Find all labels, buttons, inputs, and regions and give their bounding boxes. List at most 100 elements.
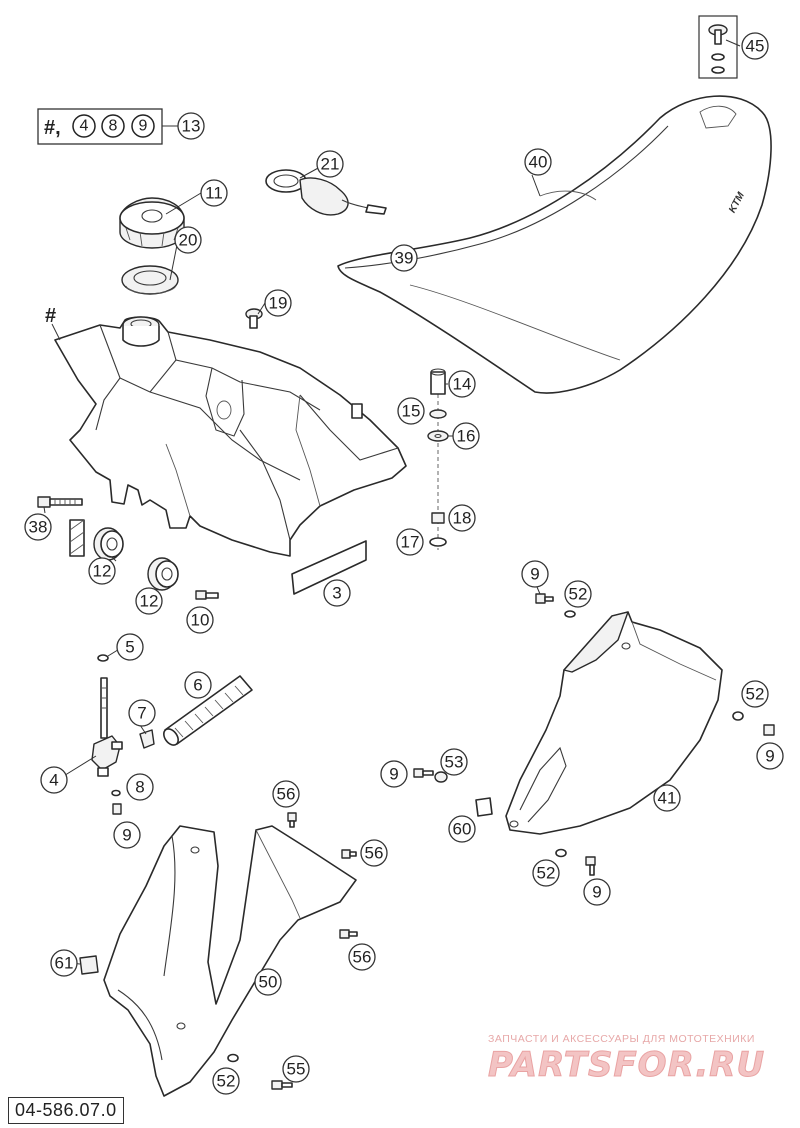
svg-text:16: 16 xyxy=(457,427,476,446)
callout-45: 45 xyxy=(741,32,769,60)
callout-8: 8 xyxy=(126,773,154,801)
callout-55: 55 xyxy=(282,1055,310,1083)
svg-text:7: 7 xyxy=(137,704,146,723)
svg-text:56: 56 xyxy=(277,785,296,804)
fuel-tank xyxy=(54,316,407,557)
fuel-hose-6 xyxy=(163,675,253,746)
tank-hash-label: # xyxy=(45,305,56,327)
callout-52a: 52 xyxy=(564,580,592,608)
svg-text:52: 52 xyxy=(217,1072,236,1091)
callout-15: 15 xyxy=(397,397,425,425)
svg-text:10: 10 xyxy=(191,611,210,630)
svg-text:4: 4 xyxy=(49,771,58,790)
callout-6: 6 xyxy=(184,671,212,699)
svg-text:38: 38 xyxy=(29,518,48,537)
callout-61: 61 xyxy=(50,949,78,977)
svg-text:18: 18 xyxy=(453,509,472,528)
svg-text:40: 40 xyxy=(529,153,548,172)
callout-10: 10 xyxy=(186,606,214,634)
svg-text:8: 8 xyxy=(135,778,144,797)
svg-text:4: 4 xyxy=(80,118,89,135)
svg-text:9: 9 xyxy=(389,765,398,784)
svg-text:52: 52 xyxy=(569,585,588,604)
callout-9e: 9 xyxy=(583,878,611,906)
svg-text:15: 15 xyxy=(402,402,421,421)
callout-40: 40 xyxy=(524,148,552,176)
tank-mount-stack xyxy=(427,368,449,550)
callout-38: 38 xyxy=(24,513,52,541)
svg-text:50: 50 xyxy=(259,973,278,992)
callout-56c: 56 xyxy=(348,943,376,971)
legend-item-8: 8 xyxy=(101,114,125,138)
svg-text:39: 39 xyxy=(395,249,414,268)
svg-text:55: 55 xyxy=(287,1060,306,1079)
spoiler-50 xyxy=(103,825,357,1097)
svg-text:20: 20 xyxy=(179,231,198,250)
callout-19: 19 xyxy=(264,289,292,317)
watermark-brand: PARTSFOR.RU xyxy=(488,1045,766,1086)
callout-11: 11 xyxy=(200,179,228,207)
svg-text:6: 6 xyxy=(193,676,202,695)
svg-text:8: 8 xyxy=(109,118,118,135)
bolt-10 xyxy=(195,590,219,600)
callout-60: 60 xyxy=(448,815,476,843)
svg-text:9: 9 xyxy=(139,118,148,135)
callout-9b: 9 xyxy=(756,742,784,770)
callout-56b: 56 xyxy=(360,839,388,867)
callout-53: 53 xyxy=(440,748,468,776)
side-cover-hardware xyxy=(413,593,775,876)
svg-text:61: 61 xyxy=(55,954,74,973)
svg-text:52: 52 xyxy=(746,685,765,704)
seat-39: KTM xyxy=(337,95,772,394)
svg-text:9: 9 xyxy=(530,565,539,584)
callout-41: 41 xyxy=(653,784,681,812)
callout-9d: 9 xyxy=(380,760,408,788)
legend-item-4: 4 xyxy=(72,114,96,138)
callout-21: 21 xyxy=(316,150,344,178)
svg-text:9: 9 xyxy=(765,747,774,766)
callout-52c: 52 xyxy=(532,859,560,887)
callout-12a: 12 xyxy=(88,557,116,585)
side-cover-41 xyxy=(505,611,723,835)
svg-text:9: 9 xyxy=(122,826,131,845)
grommet-12a xyxy=(93,527,124,561)
svg-text:60: 60 xyxy=(453,820,472,839)
fuel-cap-11 xyxy=(119,197,185,249)
svg-text:11: 11 xyxy=(205,184,223,203)
watermark-tagline: ЗАПЧАСТИ И АКСЕССУАРЫ ДЛЯ МОТОТЕХНИКИ xyxy=(488,1033,755,1045)
cap-gasket-20 xyxy=(121,265,179,295)
svg-text:17: 17 xyxy=(401,533,420,552)
watermark: ЗАПЧАСТИ И АКСЕССУАРЫ ДЛЯ МОТОТЕХНИКИ PA… xyxy=(488,1033,788,1086)
callout-18: 18 xyxy=(448,504,476,532)
spoiler-hardware xyxy=(79,812,358,1090)
svg-text:3: 3 xyxy=(332,584,341,603)
svg-text:14: 14 xyxy=(453,375,472,394)
svg-text:53: 53 xyxy=(445,753,464,772)
legend-item-9: 9 xyxy=(131,114,155,138)
legend-prefix: #, xyxy=(44,117,61,139)
svg-text:19: 19 xyxy=(269,294,288,313)
hose-clip-7 xyxy=(139,729,155,749)
callout-13: 13 xyxy=(177,112,205,140)
svg-text:12: 12 xyxy=(140,592,159,611)
callout-52b: 52 xyxy=(741,680,769,708)
svg-text:52: 52 xyxy=(537,864,556,883)
fuel-tap-assembly xyxy=(91,654,123,815)
clip-19 xyxy=(245,308,263,329)
diagram-code: 04-586.07.0 xyxy=(8,1097,124,1124)
callout-12b: 12 xyxy=(135,587,163,615)
protection-strip-3 xyxy=(291,540,367,595)
callout-9a: 9 xyxy=(521,560,549,588)
svg-text:56: 56 xyxy=(365,844,384,863)
callout-5: 5 xyxy=(116,633,144,661)
seat-fastener-45 xyxy=(698,15,741,79)
bolt-38 xyxy=(37,496,83,508)
fuel-breather-21 xyxy=(265,169,387,216)
callout-9c: 9 xyxy=(113,821,141,849)
svg-text:41: 41 xyxy=(658,789,677,808)
svg-text:45: 45 xyxy=(746,37,765,56)
svg-text:5: 5 xyxy=(125,638,134,657)
callout-4: 4 xyxy=(40,766,68,794)
callout-7: 7 xyxy=(128,699,156,727)
